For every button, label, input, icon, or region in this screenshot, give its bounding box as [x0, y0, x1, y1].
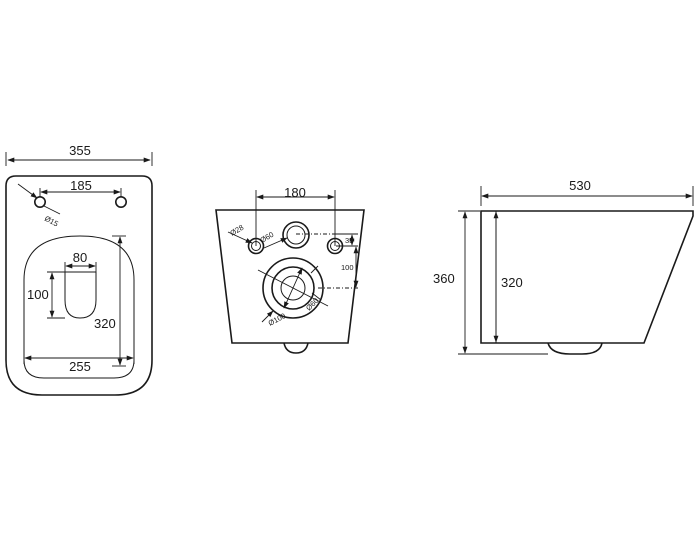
dim-bowl-width: 255 [69, 359, 91, 374]
side-outline [480, 210, 694, 344]
bowl-rim [23, 235, 135, 379]
dim-total-width: 355 [69, 143, 91, 158]
fixing-hole-left [33, 196, 46, 209]
fixing-hole-right [115, 196, 128, 209]
dim-inlet-offset: 35 [345, 236, 353, 245]
dim-outlet-offset: 100 [341, 263, 354, 272]
dim-opening-width: 80 [73, 250, 87, 265]
front-outline [5, 175, 153, 396]
dim-hole-diameter: Ø15 [43, 214, 60, 229]
dim-total-length: 530 [569, 178, 591, 193]
dim-bolt-spacing: 180 [284, 185, 306, 200]
dim-outlet-inner-diameter: Ø60 [304, 296, 320, 312]
dim-hole-spacing: 185 [70, 178, 92, 193]
back-outline [215, 209, 365, 344]
front-view: 355 185 Ø15 80 100 320 255 [5, 143, 153, 396]
dim-opening-height: 100 [27, 287, 49, 302]
dim-total-height: 360 [433, 271, 455, 286]
dim-bolt-hole-diameter: Ø28 [229, 223, 246, 238]
water-inlet [282, 221, 310, 249]
drain-opening [64, 271, 97, 319]
side-view: 530 360 320 [433, 178, 694, 355]
dim-bowl-length: 320 [94, 316, 116, 331]
side-base [547, 342, 603, 355]
bolt-hole-left [247, 237, 265, 255]
dim-inner-height: 320 [501, 275, 523, 290]
dim-inlet-diameter: Ø60 [259, 230, 276, 245]
back-view: 180 Ø28 Ø60 35 100 [215, 185, 365, 354]
back-bottom-lip [283, 342, 309, 354]
